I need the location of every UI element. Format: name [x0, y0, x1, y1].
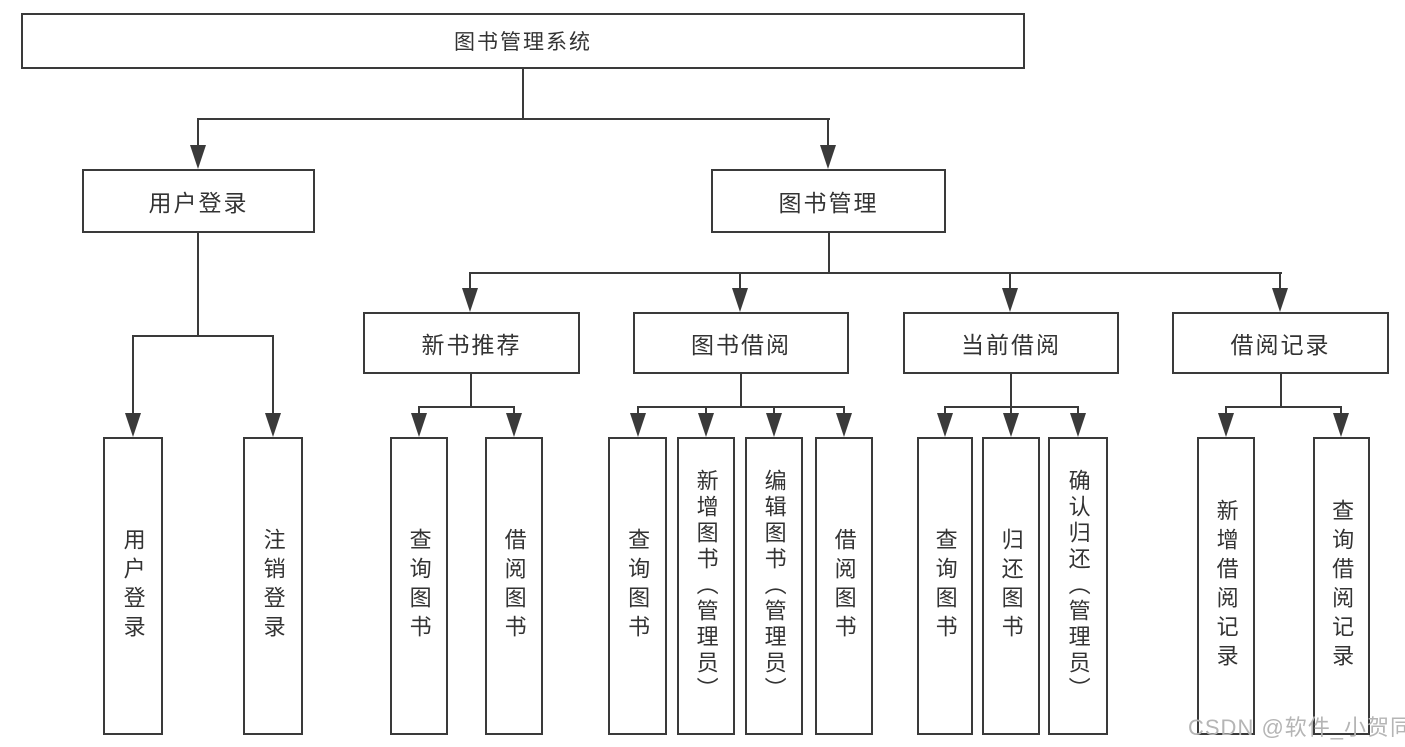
connector-records-bar — [1225, 406, 1342, 408]
node-book-management: 图书管理 — [711, 169, 946, 233]
arrow-down-icon — [411, 413, 427, 437]
leaf-user-login: 用户登录 — [103, 437, 163, 735]
node-current-borrowing: 当前借阅 — [903, 312, 1119, 374]
connector-drop-l3 — [1279, 272, 1281, 288]
leaf-logout: 注销登录 — [243, 437, 303, 735]
arrow-down-icon — [506, 413, 522, 437]
leaf-confirm-return-admin: 确认归还（管理员） — [1048, 437, 1108, 735]
connector-drop-leaf — [132, 335, 134, 413]
connector-drop-book-mgmt — [827, 118, 829, 145]
connector-drop-leaf — [773, 406, 775, 413]
connector-drop-l3 — [469, 272, 471, 288]
arrow-down-icon — [1002, 288, 1018, 312]
connector-drop-leaf — [705, 406, 707, 413]
connector-drop-l3 — [1009, 272, 1011, 288]
connector-root-stem — [522, 69, 524, 118]
connector-drop-leaf — [843, 406, 845, 413]
connector-mgmt-stem — [828, 233, 830, 272]
arrow-down-icon — [125, 413, 141, 437]
connector-drop-l3 — [739, 272, 741, 288]
connector-borrow-stem — [740, 374, 742, 406]
leaf-query-book-newrec: 查询图书 — [390, 437, 448, 735]
connector-drop-leaf — [637, 406, 639, 413]
arrow-down-icon — [265, 413, 281, 437]
node-root-library-system: 图书管理系统 — [21, 13, 1025, 69]
arrow-down-icon — [820, 145, 836, 169]
connector-drop-leaf — [1340, 406, 1342, 413]
leaf-edit-book-admin: 编辑图书（管理员） — [745, 437, 803, 735]
arrow-down-icon — [698, 413, 714, 437]
connector-root-bar — [197, 118, 830, 120]
leaf-borrow-book-newrec: 借阅图书 — [485, 437, 543, 735]
connector-drop-leaf — [513, 406, 515, 413]
arrow-down-icon — [732, 288, 748, 312]
arrow-down-icon — [462, 288, 478, 312]
arrow-down-icon — [1272, 288, 1288, 312]
leaf-return-book: 归还图书 — [982, 437, 1040, 735]
connector-records-stem — [1280, 374, 1282, 406]
leaf-add-borrow-record: 新增借阅记录 — [1197, 437, 1255, 735]
arrow-down-icon — [1070, 413, 1086, 437]
connector-drop-leaf — [944, 406, 946, 413]
connector-drop-user-login — [197, 118, 199, 145]
node-book-borrowing: 图书借阅 — [633, 312, 849, 374]
leaf-add-book-admin: 新增图书（管理员） — [677, 437, 735, 735]
arrow-down-icon — [1333, 413, 1349, 437]
connector-drop-leaf — [418, 406, 420, 413]
leaf-query-book-borrow: 查询图书 — [608, 437, 667, 735]
connector-newrec-stem — [470, 374, 472, 406]
connector-user-bar — [132, 335, 274, 337]
node-user-login: 用户登录 — [82, 169, 315, 233]
connector-drop-leaf — [1010, 406, 1012, 413]
arrow-down-icon — [630, 413, 646, 437]
connector-drop-leaf — [1225, 406, 1227, 413]
connector-drop-leaf — [1077, 406, 1079, 413]
connector-current-stem — [1010, 374, 1012, 406]
csdn-watermark: CSDN @软件_小贺同学 — [1188, 715, 1405, 740]
leaf-query-borrow-record: 查询借阅记录 — [1313, 437, 1370, 735]
leaf-borrow-book: 借阅图书 — [815, 437, 873, 735]
node-new-book-recommend: 新书推荐 — [363, 312, 580, 374]
arrow-down-icon — [937, 413, 953, 437]
arrow-down-icon — [766, 413, 782, 437]
leaf-query-book-current: 查询图书 — [917, 437, 973, 735]
connector-user-stem — [197, 233, 199, 335]
arrow-down-icon — [836, 413, 852, 437]
connector-drop-leaf — [272, 335, 274, 413]
arrow-down-icon — [190, 145, 206, 169]
arrow-down-icon — [1218, 413, 1234, 437]
connector-borrow-bar — [637, 406, 845, 408]
arrow-down-icon — [1003, 413, 1019, 437]
connector-mgmt-bar — [469, 272, 1282, 274]
connector-newrec-bar — [418, 406, 515, 408]
node-borrowing-records: 借阅记录 — [1172, 312, 1389, 374]
